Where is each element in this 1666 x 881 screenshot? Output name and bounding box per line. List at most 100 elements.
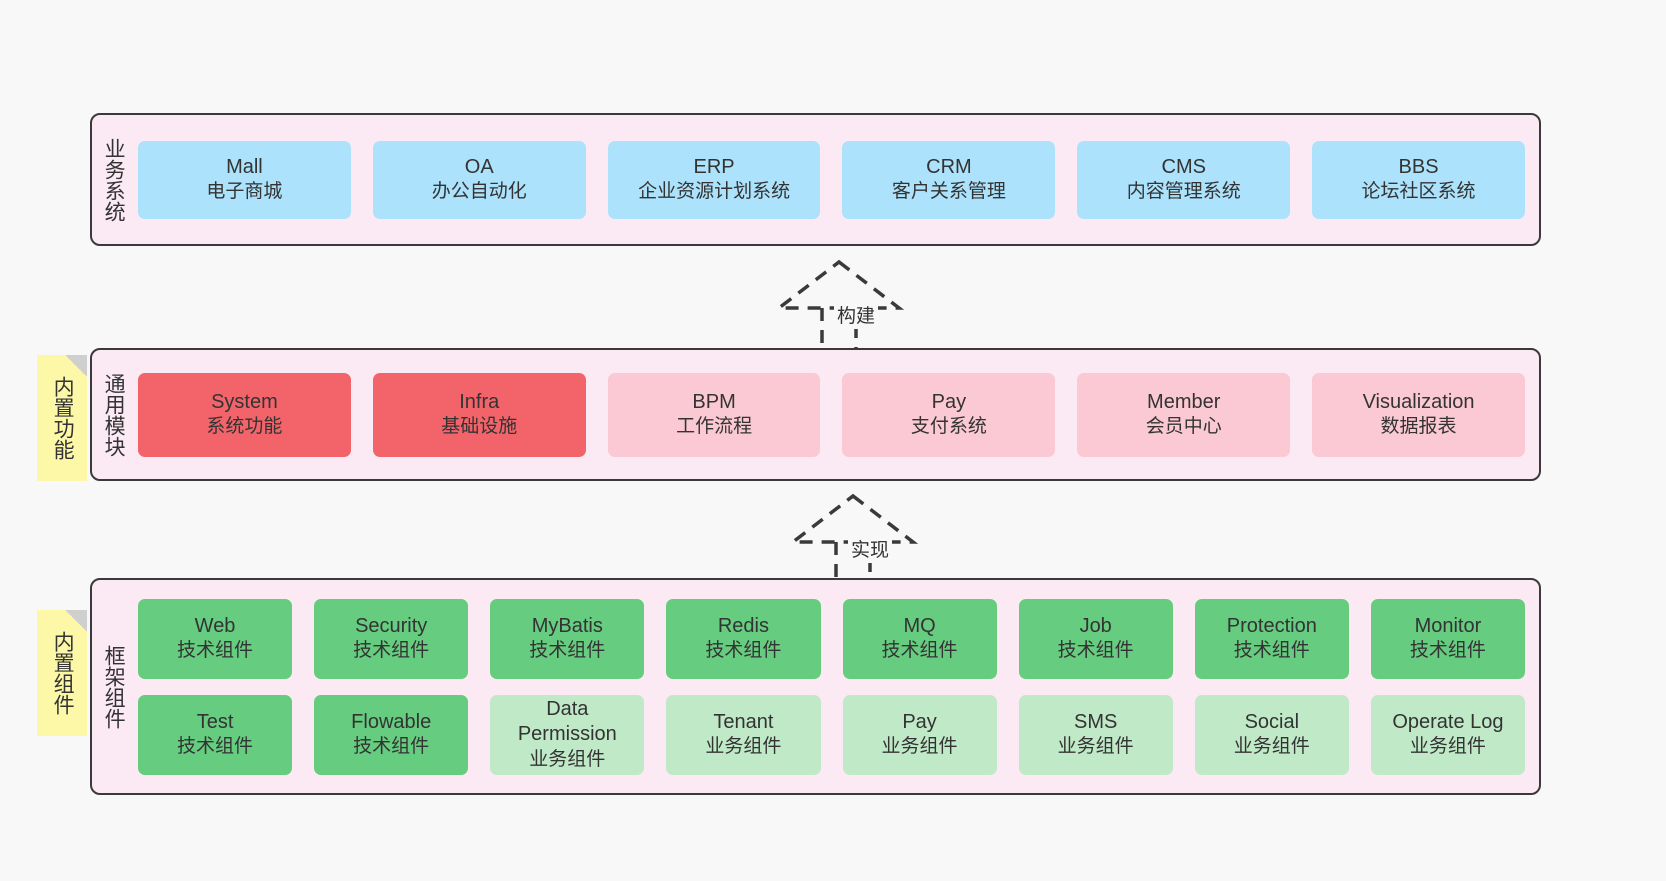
card-crm-subtitle: 客户关系管理	[891, 181, 1006, 203]
card-mall-subtitle: 电子商城	[206, 181, 283, 203]
card-operate-log-title: Operate Log	[1392, 710, 1504, 733]
card-protection-subtitle: 技术组件	[1233, 640, 1310, 662]
sticky-note-builtin-components-label: 内置组件	[51, 631, 75, 715]
card-social-subtitle: 业务组件	[1233, 736, 1310, 758]
card-job[interactable]: Job 技术组件	[1018, 598, 1173, 679]
sticky-note-builtin-features-label: 内置功能	[51, 376, 75, 460]
card-oa-subtitle: 办公自动化	[431, 181, 527, 203]
layer-framework-components-body: Web 技术组件 Security 技术组件 MyBatis 技术组件 Redi…	[134, 580, 1539, 793]
business-systems-row: Mall 电子商城 OA 办公自动化 ERP 企业资源计划系统 CRM 客户关系…	[138, 140, 1525, 219]
connector-implement: 实现	[776, 492, 936, 588]
card-data-permission[interactable]: Data Permission 业务组件	[490, 694, 645, 775]
card-tenant-title: Tenant	[713, 710, 774, 733]
card-bbs[interactable]: BBS 论坛社区系统	[1312, 140, 1525, 219]
card-flowable[interactable]: Flowable 技术组件	[314, 694, 469, 775]
card-member-title: Member	[1147, 390, 1221, 413]
card-flowable-title: Flowable	[351, 710, 432, 733]
card-security-title: Security	[355, 614, 428, 637]
sticky-note-builtin-components: 内置组件	[37, 610, 87, 736]
layer-framework-components-label: 框架组件	[102, 644, 126, 729]
card-mybatis-title: MyBatis	[531, 614, 603, 637]
card-bpm[interactable]: BPM 工作流程	[607, 372, 821, 457]
common-modules-row: System 系统功能 Infra 基础设施 BPM 工作流程 Pay 支付系统…	[138, 372, 1525, 457]
layer-common-modules-body: System 系统功能 Infra 基础设施 BPM 工作流程 Pay 支付系统…	[134, 350, 1539, 479]
card-system[interactable]: System 系统功能	[138, 372, 351, 457]
card-pay-module-title: Pay	[931, 390, 967, 413]
card-visualization-title: Visualization	[1362, 390, 1475, 413]
card-redis-title: Redis	[717, 614, 769, 637]
card-sms-title: SMS	[1074, 710, 1118, 733]
card-oa-title: OA	[464, 155, 494, 178]
card-tenant-subtitle: 业务组件	[705, 736, 782, 758]
card-sms[interactable]: SMS 业务组件	[1018, 694, 1173, 775]
card-infra-subtitle: 基础设施	[441, 416, 518, 438]
connector-implement-label: 实现	[848, 534, 893, 563]
implement-stem	[834, 542, 872, 586]
card-mybatis[interactable]: MyBatis 技术组件	[490, 598, 645, 679]
card-cms-title: CMS	[1161, 155, 1206, 178]
card-flowable-subtitle: 技术组件	[353, 736, 430, 758]
card-social[interactable]: Social 业务组件	[1194, 694, 1349, 775]
card-tenant[interactable]: Tenant 业务组件	[666, 694, 821, 775]
card-crm[interactable]: CRM 客户关系管理	[842, 140, 1056, 219]
card-system-title: System	[211, 390, 278, 413]
card-data-permission-title: Data Permission	[517, 697, 617, 746]
card-pay-component-subtitle: 业务组件	[881, 736, 958, 758]
card-bbs-title: BBS	[1398, 155, 1439, 178]
card-bbs-subtitle: 论坛社区系统	[1361, 181, 1476, 203]
card-pay-component[interactable]: Pay 业务组件	[842, 694, 997, 775]
card-operate-log[interactable]: Operate Log 业务组件	[1370, 694, 1525, 775]
connector-build-label: 构建	[834, 300, 879, 329]
card-web-title: Web	[194, 614, 236, 637]
card-web[interactable]: Web 技术组件	[138, 598, 293, 679]
card-test-title: Test	[196, 710, 234, 733]
card-mall-title: Mall	[226, 155, 263, 178]
sticky-fold-corner-icon	[65, 610, 87, 632]
card-test-subtitle: 技术组件	[177, 736, 254, 758]
card-infra-title: Infra	[459, 390, 500, 413]
layer-common-modules: 通用模块 System 系统功能 Infra 基础设施 BPM 工作流程 Pay…	[90, 348, 1541, 481]
sticky-note-builtin-features: 内置功能	[37, 355, 87, 481]
card-mq[interactable]: MQ 技术组件	[842, 598, 997, 679]
card-bpm-title: BPM	[692, 390, 736, 413]
card-data-permission-subtitle: 业务组件	[529, 748, 606, 770]
card-cms-subtitle: 内容管理系统	[1126, 181, 1241, 203]
layer-business-systems: 业务系统 Mall 电子商城 OA 办公自动化 ERP 企业资源计划系统 CRM…	[90, 113, 1541, 246]
card-visualization[interactable]: Visualization 数据报表	[1312, 372, 1525, 457]
card-oa[interactable]: OA 办公自动化	[372, 140, 586, 219]
card-erp[interactable]: ERP 企业资源计划系统	[607, 140, 821, 219]
framework-row-technical: Web 技术组件 Security 技术组件 MyBatis 技术组件 Redi…	[138, 598, 1525, 679]
card-monitor-title: Monitor	[1414, 614, 1482, 637]
card-operate-log-subtitle: 业务组件	[1409, 736, 1486, 758]
card-mall[interactable]: Mall 电子商城	[138, 140, 351, 219]
framework-row-business: Test 技术组件 Flowable 技术组件 Data Permission …	[138, 694, 1525, 775]
card-security[interactable]: Security 技术组件	[314, 598, 469, 679]
card-monitor-subtitle: 技术组件	[1409, 640, 1486, 662]
card-bpm-subtitle: 工作流程	[676, 416, 753, 438]
card-social-title: Social	[1244, 710, 1300, 733]
card-infra[interactable]: Infra 基础设施	[372, 372, 586, 457]
card-crm-title: CRM	[926, 155, 972, 178]
card-protection[interactable]: Protection 技术组件	[1194, 598, 1349, 679]
layer-framework-components: 框架组件 Web 技术组件 Security 技术组件 MyBatis 技术组件…	[90, 578, 1541, 795]
card-system-subtitle: 系统功能	[206, 416, 283, 438]
card-mq-title: MQ	[903, 614, 936, 637]
card-visualization-subtitle: 数据报表	[1380, 416, 1457, 438]
card-member-subtitle: 会员中心	[1145, 416, 1222, 438]
card-web-subtitle: 技术组件	[177, 640, 254, 662]
card-erp-subtitle: 企业资源计划系统	[638, 181, 791, 203]
card-monitor[interactable]: Monitor 技术组件	[1370, 598, 1525, 679]
card-pay-module[interactable]: Pay 支付系统	[842, 372, 1056, 457]
card-pay-component-title: Pay	[902, 710, 937, 733]
card-cms[interactable]: CMS 内容管理系统	[1077, 140, 1291, 219]
sticky-fold-corner-icon	[65, 355, 87, 377]
layer-business-systems-label: 业务系统	[102, 137, 126, 222]
card-pay-module-subtitle: 支付系统	[910, 416, 987, 438]
layer-common-modules-label: 通用模块	[102, 372, 126, 457]
card-job-subtitle: 技术组件	[1057, 640, 1134, 662]
card-redis[interactable]: Redis 技术组件	[666, 598, 821, 679]
card-test[interactable]: Test 技术组件	[138, 694, 293, 775]
card-job-title: Job	[1079, 614, 1112, 637]
card-member[interactable]: Member 会员中心	[1077, 372, 1291, 457]
